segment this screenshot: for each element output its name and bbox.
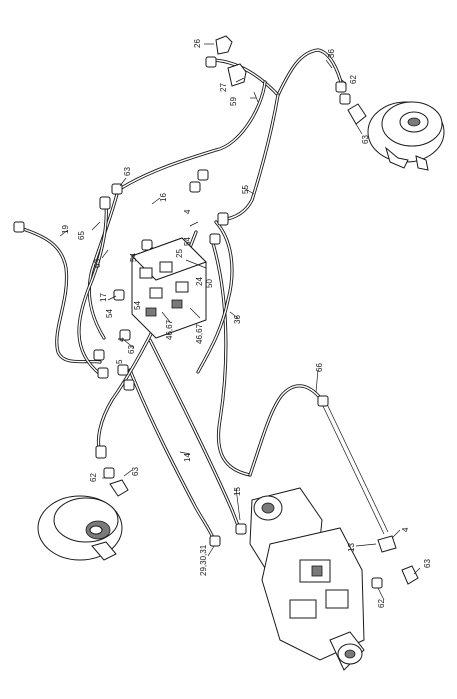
nut-fitting bbox=[117, 364, 129, 376]
callout-63: 63 bbox=[423, 559, 432, 568]
callout-5: 5 bbox=[115, 359, 124, 364]
callout-55: 55 bbox=[241, 185, 250, 194]
elbow-fitting bbox=[401, 565, 419, 585]
hydraulic-motor-top bbox=[367, 101, 445, 171]
nut-fitting bbox=[371, 577, 383, 589]
callout-25: 25 bbox=[175, 249, 184, 258]
callout-19: 19 bbox=[61, 225, 70, 234]
nut-fitting bbox=[13, 221, 25, 233]
callout-16: 16 bbox=[159, 193, 168, 202]
nut-fitting bbox=[197, 169, 209, 181]
hydraulic-motor-bottom bbox=[37, 495, 123, 561]
nut-fitting bbox=[103, 467, 115, 479]
callout-36: 36 bbox=[233, 315, 242, 324]
callout-59: 59 bbox=[229, 97, 238, 106]
callout-63: 63 bbox=[361, 135, 370, 144]
nut-fitting bbox=[123, 379, 135, 391]
nut-fitting bbox=[97, 367, 109, 379]
callout-26: 26 bbox=[193, 39, 202, 48]
callout-63: 63 bbox=[93, 259, 102, 268]
nut-fitting bbox=[335, 81, 347, 93]
callout-63: 63 bbox=[131, 467, 140, 476]
nut-fitting bbox=[235, 523, 247, 535]
callout-46-67: 46,67 bbox=[195, 323, 204, 344]
leader-lines bbox=[59, 43, 421, 601]
nut-fitting bbox=[205, 56, 217, 68]
callout-27: 27 bbox=[219, 83, 228, 92]
callout-14: 14 bbox=[183, 453, 192, 462]
nut-fitting bbox=[119, 329, 131, 341]
callout-15: 15 bbox=[233, 487, 242, 496]
callout-13: 13 bbox=[347, 543, 356, 552]
elbow-fitting bbox=[109, 479, 129, 497]
nut-fitting bbox=[111, 183, 123, 195]
nut-fitting bbox=[99, 196, 111, 210]
callout-62: 62 bbox=[377, 599, 386, 608]
nut-fitting bbox=[317, 395, 329, 407]
nut-fitting bbox=[95, 445, 107, 459]
callout-29-30-31: 29,30,31 bbox=[199, 544, 208, 576]
callout-17: 17 bbox=[99, 293, 108, 302]
nut-fitting bbox=[113, 289, 125, 301]
tee-fitting bbox=[377, 535, 397, 553]
nut-fitting bbox=[339, 93, 351, 105]
callout-4: 4 bbox=[117, 337, 126, 342]
callout-24: 24 bbox=[195, 277, 204, 286]
callout-63: 63 bbox=[127, 345, 136, 354]
callout-54: 54 bbox=[133, 301, 142, 310]
nut-fitting bbox=[217, 212, 229, 226]
callout-50: 50 bbox=[205, 279, 214, 288]
bracket-clamps bbox=[215, 35, 259, 103]
callout-62: 62 bbox=[89, 473, 98, 482]
callout-54: 54 bbox=[183, 237, 192, 246]
valve-bank bbox=[131, 237, 207, 339]
nut-fitting bbox=[93, 349, 105, 361]
callout-4: 4 bbox=[183, 209, 192, 214]
callout-4: 4 bbox=[401, 527, 410, 532]
callout-66: 66 bbox=[315, 363, 324, 372]
callout-65: 65 bbox=[77, 231, 86, 240]
callout-63: 63 bbox=[123, 167, 132, 176]
callout-labels: 26 36 62 27 59 63 55 63 16 4 19 65 63 54… bbox=[61, 39, 432, 608]
hydraulic-pump bbox=[249, 487, 365, 671]
nut-fitting bbox=[209, 233, 221, 245]
callout-46-67: 46,67 bbox=[165, 319, 174, 340]
nut-fitting bbox=[209, 535, 221, 547]
callout-54: 54 bbox=[129, 253, 138, 262]
elbow-fitting bbox=[347, 103, 367, 125]
nut-fitting bbox=[141, 239, 153, 251]
callout-62: 62 bbox=[349, 75, 358, 84]
callout-36: 36 bbox=[327, 49, 336, 58]
callout-54: 54 bbox=[105, 309, 114, 318]
nut-fitting bbox=[189, 181, 201, 193]
